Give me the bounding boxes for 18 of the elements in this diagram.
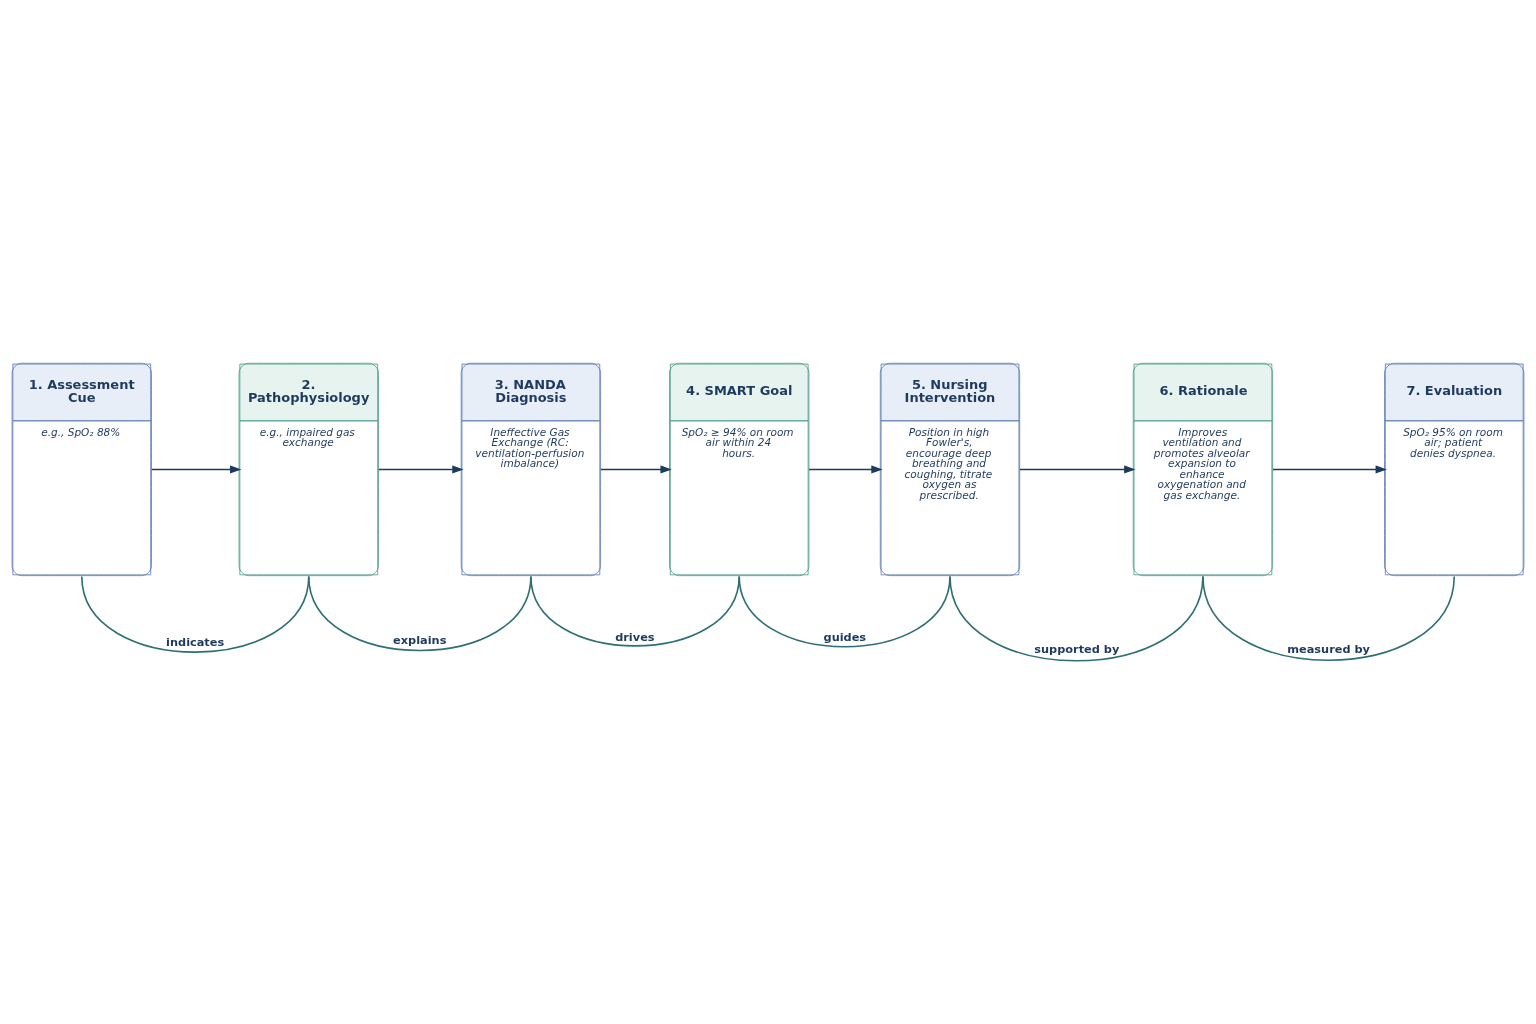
- edge-label: guides: [823, 630, 867, 645]
- edge-label: explains: [393, 632, 447, 647]
- connector: [949, 575, 1204, 662]
- edge-label: indicates: [166, 634, 225, 649]
- arrow: [150, 465, 242, 474]
- arrow: [377, 465, 464, 474]
- connector: [738, 575, 951, 648]
- connector: [307, 575, 532, 652]
- connector: [1202, 575, 1456, 662]
- connector: [80, 575, 310, 653]
- arrow: [1019, 465, 1136, 474]
- edge-label: supported by: [1034, 641, 1120, 656]
- edge-label: measured by: [1287, 641, 1370, 656]
- arrow: [1272, 465, 1387, 474]
- edge-label: drives: [615, 629, 655, 644]
- connector: [530, 575, 741, 647]
- arrow: [600, 465, 672, 474]
- arrow: [808, 465, 883, 474]
